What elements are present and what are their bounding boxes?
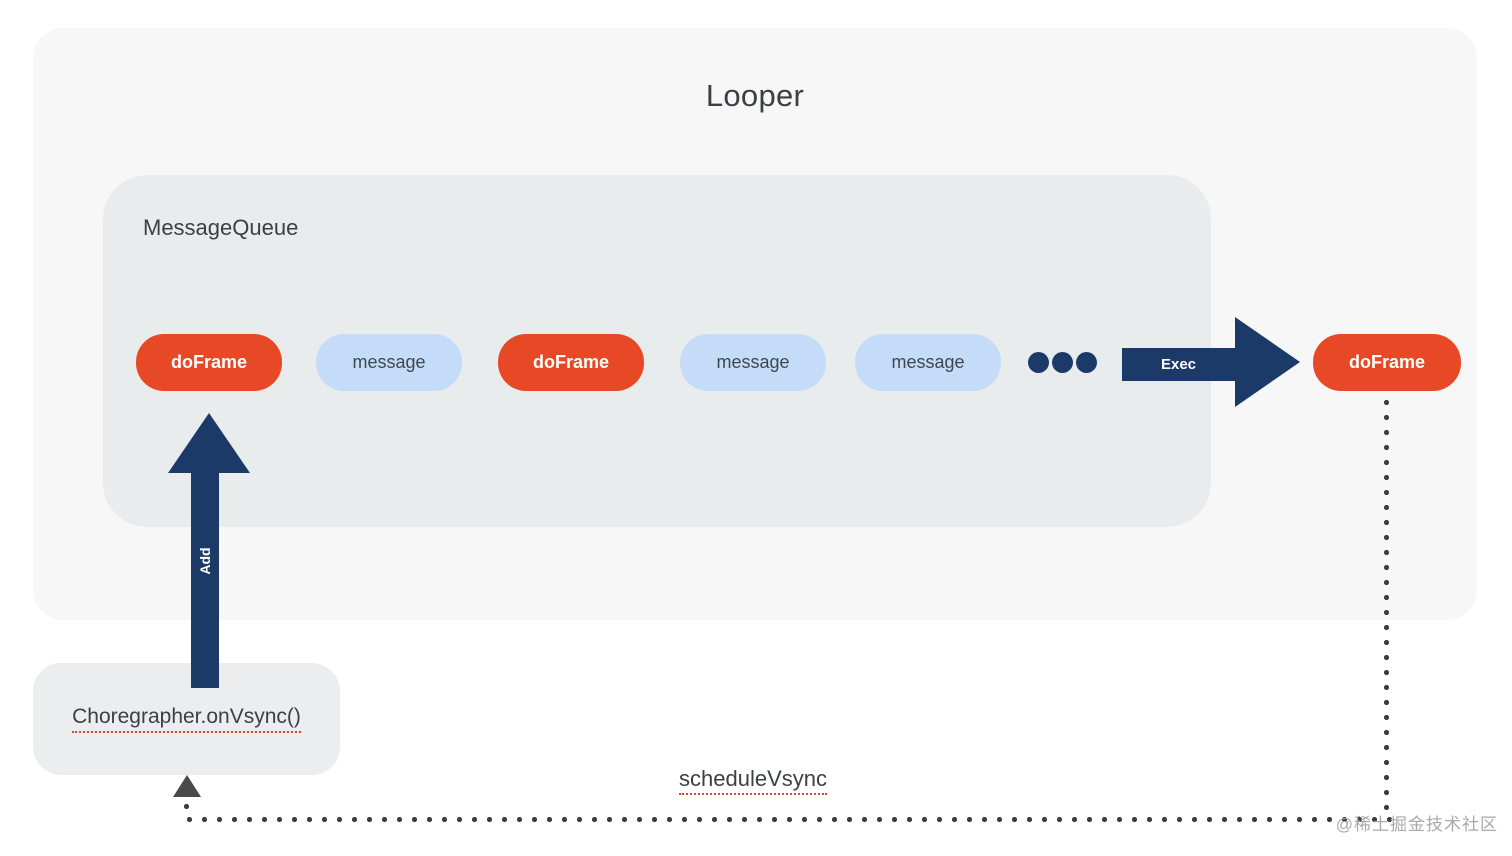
queue-item-message: message <box>855 334 1001 391</box>
add-arrow-label: Add <box>197 547 213 575</box>
watermark: @稀土掘金技术社区 <box>1335 815 1498 834</box>
queue-item-message: message <box>316 334 462 391</box>
schedule-vsync-arrowhead-icon <box>173 775 201 797</box>
schedule-vsync-caption: scheduleVsync <box>453 766 1053 795</box>
ellipsis-dot <box>1052 352 1073 373</box>
message-queue-container: MessageQueue doFrame message doFrame mes… <box>103 175 1211 527</box>
exec-arrow: Exec <box>1122 348 1235 381</box>
message-queue-label: MessageQueue <box>143 215 299 240</box>
exec-arrow-label: Exec <box>1160 356 1197 373</box>
add-arrowhead-icon <box>168 413 250 473</box>
schedule-vsync-label: scheduleVsync <box>679 766 827 795</box>
schedule-vsync-dotted-line-left <box>183 799 190 819</box>
queue-item-doframe: doFrame <box>136 334 282 391</box>
schedule-vsync-dotted-line-vertical <box>1383 395 1390 819</box>
looper-container: Looper MessageQueue doFrame message doFr… <box>33 28 1477 620</box>
choreographer-label: Choregrapher.onVsync() <box>72 705 301 733</box>
queue-item-doframe: doFrame <box>498 334 644 391</box>
exec-arrowhead-icon <box>1235 317 1300 407</box>
choreographer-box: Choregrapher.onVsync() <box>33 663 340 775</box>
add-arrow <box>191 472 219 688</box>
ellipsis-dot <box>1028 352 1049 373</box>
schedule-vsync-dotted-line-horizontal <box>182 816 1392 823</box>
looper-title: Looper <box>705 78 805 113</box>
ellipsis-dot <box>1076 352 1097 373</box>
queue-item-message: message <box>680 334 826 391</box>
ellipsis-icon <box>1028 352 1097 373</box>
executed-doframe: doFrame <box>1313 334 1461 391</box>
